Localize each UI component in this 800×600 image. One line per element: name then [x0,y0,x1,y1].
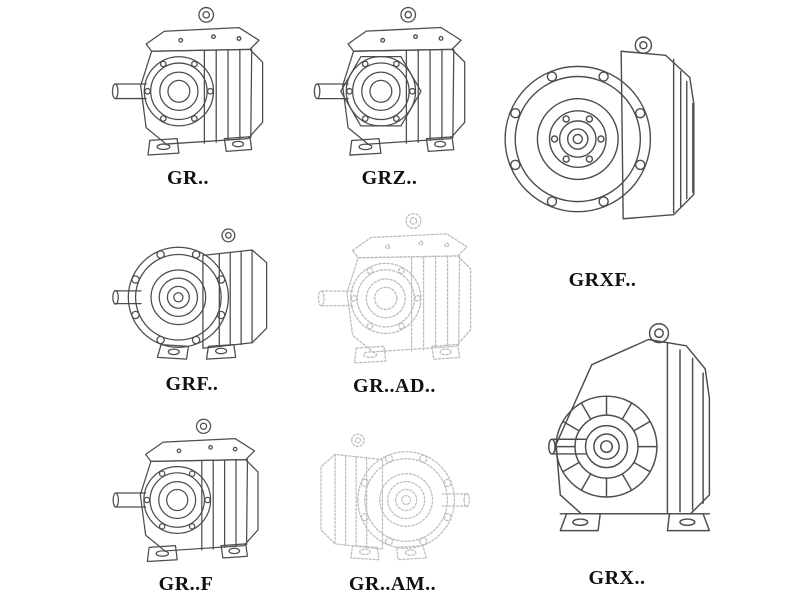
gearbox-drawing-grxf [492,0,714,268]
figure-label-gr: GR.. [167,167,209,189]
gearbox-drawing-gr [97,2,279,166]
figure-label-gr-am: GR..AM.. [348,573,437,595]
gearbox-drawing-gr-am [304,414,482,572]
figure-gr-am: GR..AM.. [290,414,495,596]
figure-gr-ad: GR..AD.. [292,208,497,398]
figure-grz: GRZ.. [292,2,487,190]
figure-label-gr-ad: GR..AD.. [353,375,436,397]
gearbox-drawing-gr-f [98,414,274,572]
gearbox-drawing-grf [101,208,283,372]
figure-label-gr-f: GR..F [158,573,214,595]
figure-gr: GR.. [88,2,288,190]
figure-label-grx: GRX.. [588,567,646,589]
figure-label-grxf: GRXF.. [568,269,637,291]
figure-grx: GRX.. [488,302,746,590]
figure-gr-f: GR..F [86,414,286,596]
gearbox-drawing-grx [491,302,743,566]
figure-grxf: GRXF.. [490,0,715,292]
figure-label-grz: GRZ.. [361,167,418,189]
gearbox-drawing-grz [298,2,482,166]
figure-grf: GRF.. [92,208,292,396]
gearbox-drawing-gr-ad [302,208,488,374]
figure-label-grf: GRF.. [165,373,219,395]
